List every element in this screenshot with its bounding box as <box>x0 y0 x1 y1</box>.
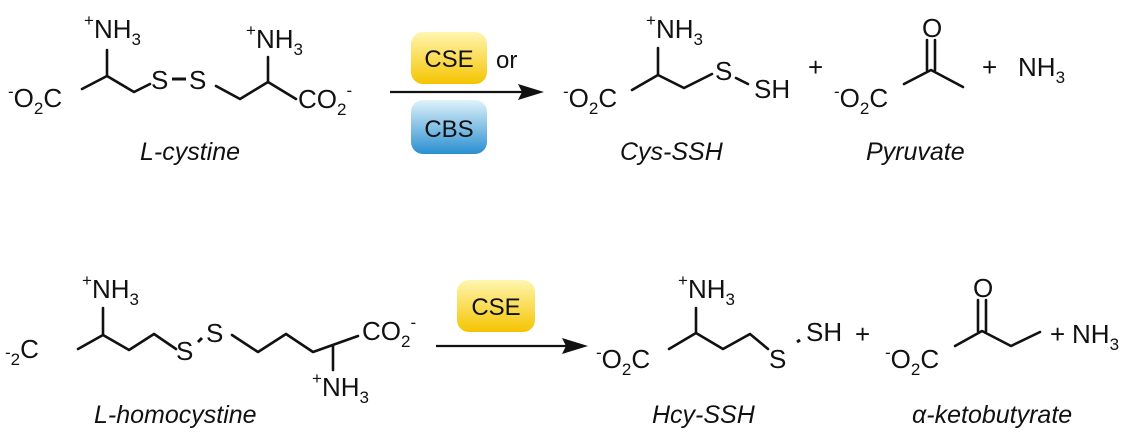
compound-label-l-homocystine: L-homocystine <box>94 401 257 429</box>
carboxylate-left: -2C <box>5 334 39 369</box>
ammonium-left: +NH3 <box>84 11 141 49</box>
cys-ssh-structure: -O2C +NH3 S SH <box>563 11 790 118</box>
bond <box>630 72 714 92</box>
carboxylate-right: CO2- <box>298 81 352 119</box>
cse-label: CSE <box>471 294 520 321</box>
reaction-1: -O2C +NH3 S S +NH3 CO2- L-cystine CSE or… <box>8 11 1065 166</box>
plus-sign: + <box>808 52 823 82</box>
compound-label-alpha-ketobutyrate: α-ketobutyrate <box>912 401 1072 429</box>
sulfur-atom: S <box>176 336 193 366</box>
persulfide-group: SH <box>754 74 790 104</box>
arrowhead-icon <box>518 84 544 100</box>
carboxylate: -O2C <box>596 343 650 379</box>
disulfide-bond <box>196 336 204 344</box>
plus-sign: + <box>1050 319 1065 349</box>
enzyme-cse-badge: CSE <box>411 32 487 84</box>
carbonyl-oxygen: O <box>973 273 993 303</box>
sulfur-atom: S <box>715 56 732 86</box>
ammonium-right: +NH3 <box>312 369 369 407</box>
compound-label-hcy-ssh: Hcy-SSH <box>652 401 756 429</box>
cbs-label: CBS <box>424 116 473 143</box>
bond <box>230 332 360 354</box>
compound-label-pyruvate: Pyruvate <box>866 138 965 166</box>
reaction-2: -2C +NH3 S S +NH3 CO2- L-homocystine CSE… <box>5 271 1119 429</box>
cse-label: CSE <box>424 46 473 73</box>
bond <box>796 338 801 344</box>
bond <box>953 329 1042 348</box>
bond <box>667 331 770 351</box>
or-connector: or <box>496 47 517 74</box>
cbs-box <box>411 100 487 154</box>
persulfide-group: SH <box>806 317 842 347</box>
carboxylate-left: -O2C <box>8 82 62 118</box>
l-homocystine-structure: -2C +NH3 S S +NH3 CO2- <box>5 271 416 407</box>
cse-box <box>411 32 487 84</box>
ammonia-product: NH3 <box>1018 52 1065 87</box>
carboxylate: -O2C <box>834 82 888 118</box>
carboxylate-right: CO2- <box>362 313 416 351</box>
plus-sign: + <box>855 319 870 349</box>
carbonyl-oxygen: O <box>922 13 942 43</box>
ammonium: +NH3 <box>646 11 703 49</box>
enzyme-cbs-badge: CBS <box>411 100 487 154</box>
hcy-ssh-structure: -O2C +NH3 S SH <box>596 271 842 379</box>
compound-label-l-cystine: L-cystine <box>140 138 240 166</box>
ammonia-product: NH3 <box>1072 319 1119 354</box>
bond <box>80 74 152 94</box>
sulfur-atom: S <box>206 318 223 348</box>
pyruvate-structure: -O2C O <box>834 13 965 118</box>
bond <box>214 80 298 101</box>
sulfur-atom: S <box>769 344 786 374</box>
ammonium-right: +NH3 <box>246 21 303 59</box>
bond <box>902 68 965 89</box>
carboxylate: -O2C <box>563 82 617 118</box>
enzyme-cse-badge: CSE <box>457 280 535 332</box>
sulfur-atom: S <box>189 65 206 95</box>
carboxylate: -O2C <box>885 343 939 379</box>
l-cystine-structure: -O2C +NH3 S S +NH3 CO2- <box>8 11 352 119</box>
arrowhead-icon <box>562 338 588 354</box>
ammonium-left: +NH3 <box>82 271 139 309</box>
compound-label-cys-ssh: Cys-SSH <box>620 138 724 166</box>
bond <box>734 76 750 86</box>
bond <box>76 332 178 352</box>
alpha-ketobutyrate-structure: -O2C O <box>885 273 1042 379</box>
plus-sign: + <box>982 52 997 82</box>
sulfur-atom: S <box>151 65 168 95</box>
cse-box <box>457 280 535 332</box>
ammonium: +NH3 <box>678 271 735 309</box>
